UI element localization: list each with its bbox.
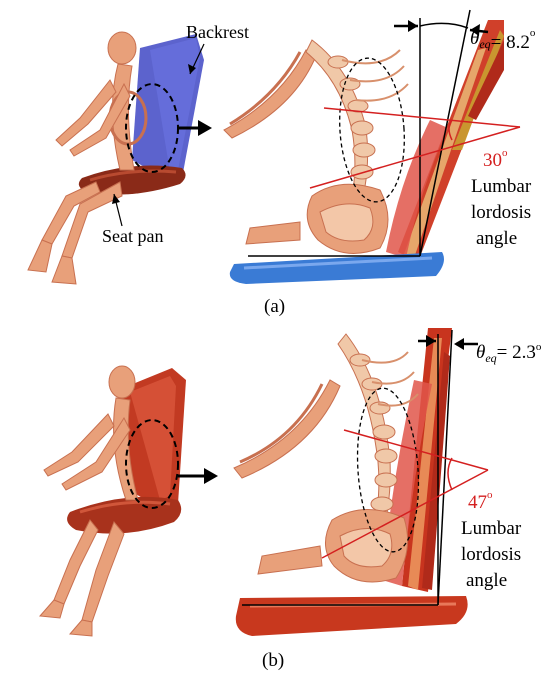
panel-b-zoom-view: θeq= 2.3o 47o Lumbar lordosis angle [234,328,542,636]
panel-b-lordosis-label-2: lordosis [461,544,521,565]
panel-b-lordosis-value: 47o [468,489,493,513]
panel-a-lordosis-value: 30o [483,147,508,171]
panel-b-zoom-seat [236,596,468,636]
panel-a: Backrest Seat pan [28,10,536,317]
panel-a-small-skeleton [28,32,146,284]
panel-b-zoom-arrow [204,468,218,484]
panel-a-caption: (a) [264,296,285,317]
panel-a-zoom-view: θeq= 8.2o 30o Lumbar lordosis angle [224,10,536,284]
panel-a-seat-pan-label: Seat pan [102,226,163,246]
panel-a-zoom-arrow [198,120,212,136]
panel-b-theta-label: θeq= 2.3o [476,341,542,365]
panel-b-caption: (b) [262,650,284,671]
panel-b-lordosis-label-1: Lumbar [461,518,522,539]
panel-a-backrest-label: Backrest [186,22,249,42]
panel-b: θeq= 2.3o 47o Lumbar lordosis angle (b) [40,328,542,671]
panel-b-lordosis-label-3: angle [466,570,507,591]
panel-b-small-model [40,366,218,636]
panel-a-lordosis-label-2: lordosis [471,202,531,223]
panel-a-lordosis-label-1: Lumbar [471,176,532,197]
panel-a-small-model: Backrest Seat pan [28,22,249,284]
panel-a-lordosis-label-3: angle [476,228,517,249]
